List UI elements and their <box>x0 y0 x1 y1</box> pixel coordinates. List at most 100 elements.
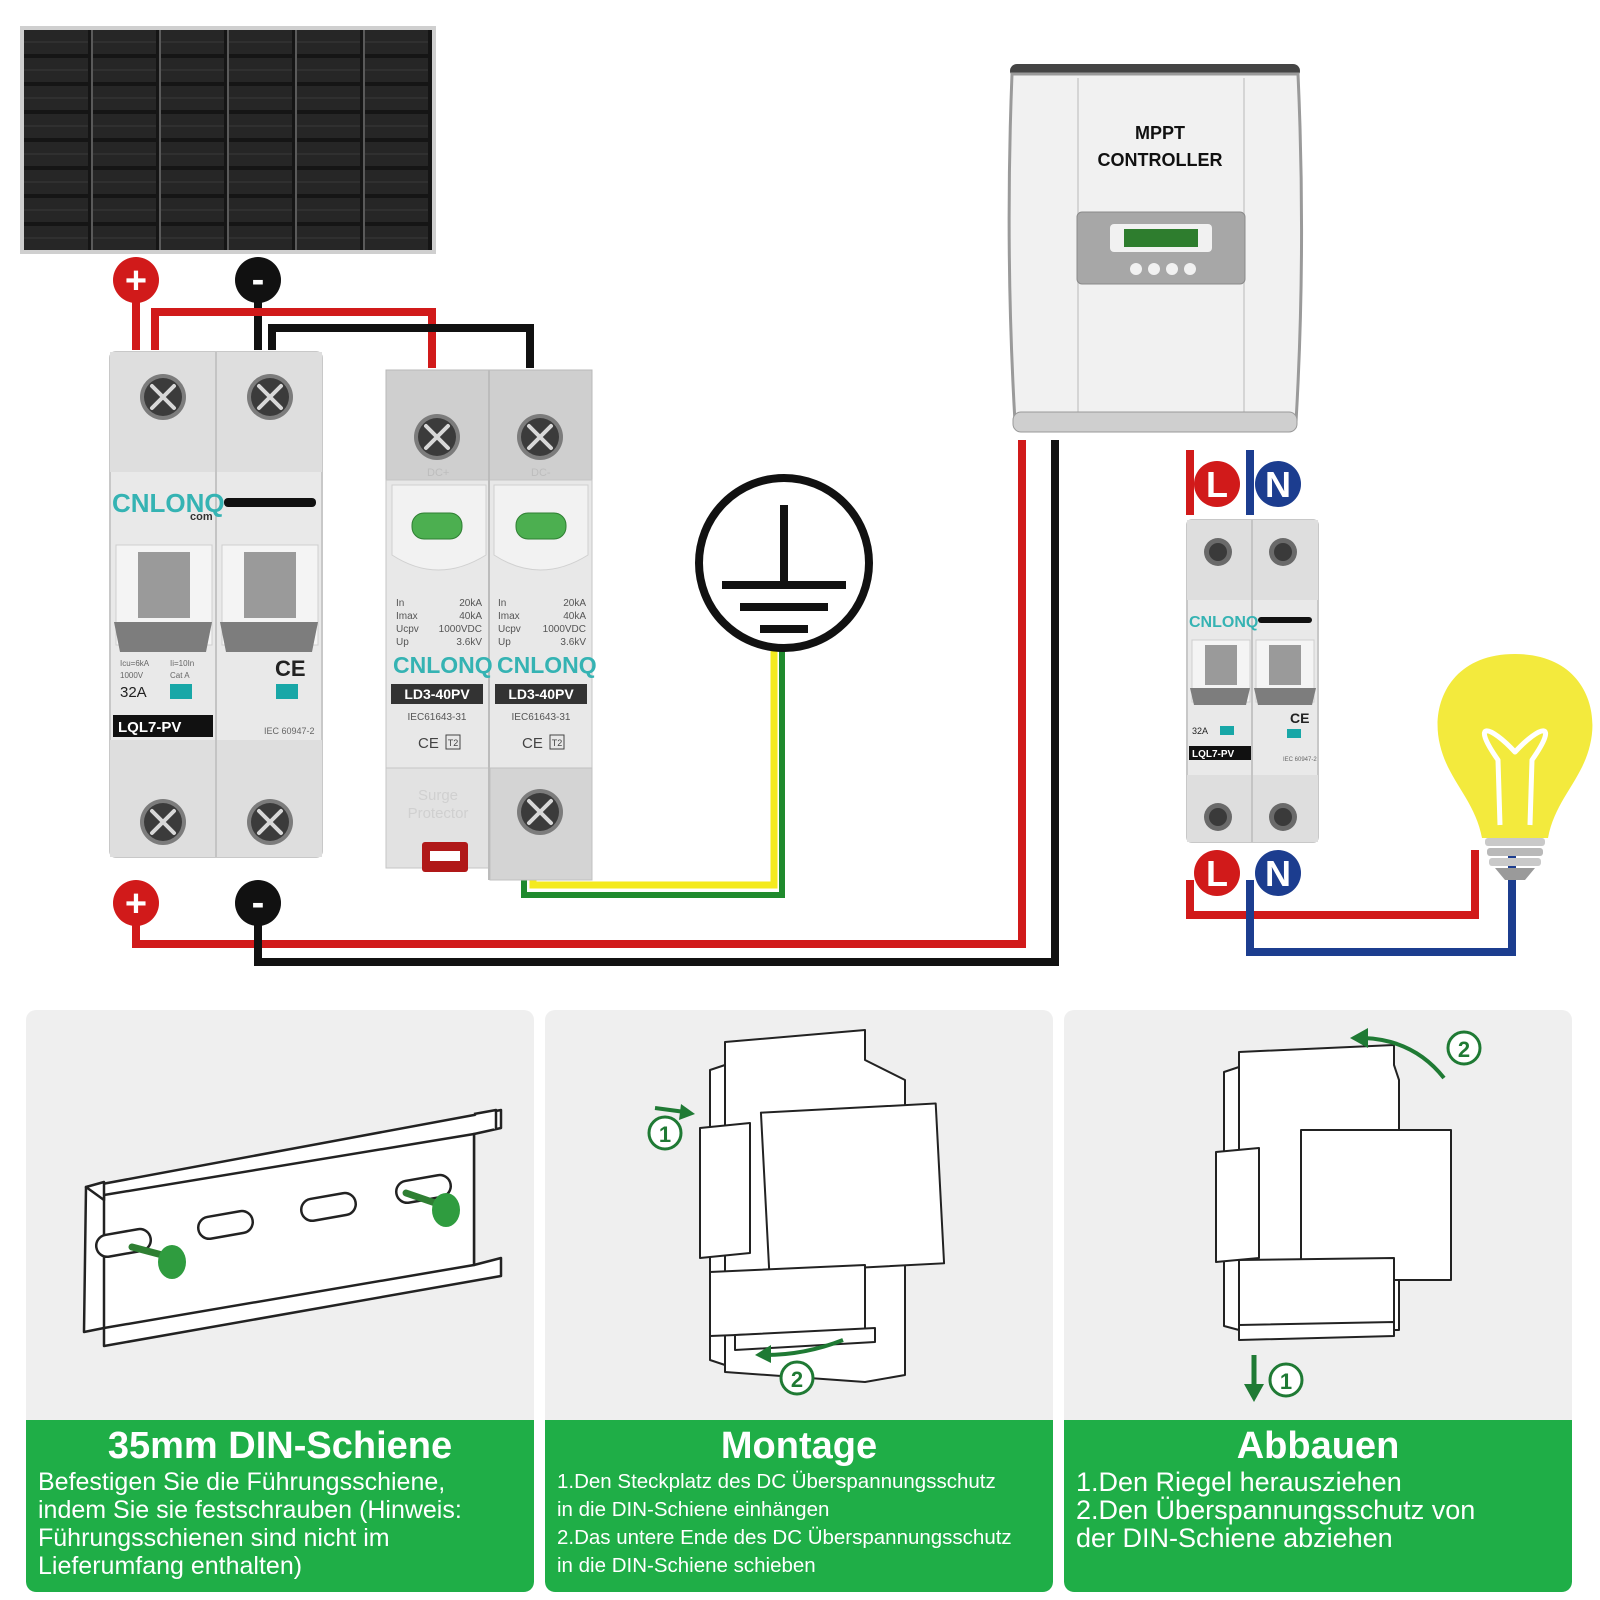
wiring-diagram: + - CNLONQ com Icu=6kA Ii=10In 1000V Cat… <box>20 26 1593 966</box>
spd-spec-right-name-4: Up <box>498 637 511 648</box>
spd-brand-right: CNLONQ <box>497 652 597 678</box>
step-two-label: 2 <box>791 1367 803 1392</box>
step-two-badge: 2 <box>779 1360 815 1396</box>
spd-spec-left-name-1: In <box>396 598 404 609</box>
spd-positive-wire <box>151 308 436 368</box>
screw-icon <box>128 1243 186 1279</box>
spd-spec-right-name-2: Imax <box>498 611 520 622</box>
caption-line: in die DIN-Schiene einhängen <box>557 1498 830 1521</box>
out-negative-terminal: - <box>235 880 281 926</box>
panel-din-rail: 35mm DIN-Schiene Befestigen Sie die Führ… <box>26 1010 534 1592</box>
caption-title: Abbauen <box>1236 1425 1400 1467</box>
spd-spec-left-value-1: 20kA <box>459 598 482 609</box>
breaker-spec1: Icu=6kA <box>120 659 150 668</box>
breaker-ce-mark: CE <box>275 656 306 681</box>
light-bulb-icon <box>1437 654 1593 880</box>
spd-spec-right-value-4: 3.6kV <box>560 637 586 648</box>
spd-spec-left-name-2: Imax <box>396 611 418 622</box>
spd-spec-left-name-3: Ucpv <box>396 624 419 635</box>
caption-line: 2.Den Überspannungsschutz von <box>1076 1495 1476 1525</box>
spd-spec-left-value-4: 3.6kV <box>456 637 482 648</box>
caption-line: 1.Den Riegel herausziehen <box>1076 1467 1402 1497</box>
ac-neutral-terminal-bottom: N <box>1255 850 1301 896</box>
spd-spec-left-name-4: Up <box>396 637 409 648</box>
spd-watermark-line1: Surge <box>418 787 458 804</box>
breaker-standard: IEC 60947-2 <box>264 726 315 736</box>
ac-neutral-wire-bottom <box>1246 850 1516 956</box>
curved-arrow-icon <box>1350 1028 1446 1080</box>
spd-ce-left: CE <box>418 735 439 752</box>
removal-illustration: 1 2 <box>1215 1028 1482 1402</box>
surge-protector: DC+ DC- In 20kA Imax 40kA Ucpv 1000VDC U… <box>385 369 597 881</box>
out-positive-terminal: + <box>113 880 159 926</box>
pv-negative-label: - <box>252 259 265 301</box>
earth-ground-icon <box>695 474 873 652</box>
ac-breaker-ce-mark: CE <box>1290 710 1309 726</box>
pv-negative-terminal: - <box>235 257 281 303</box>
curved-arrow-icon <box>755 1338 844 1363</box>
din-rail-illustration <box>82 1108 503 1348</box>
spd-pole-left: DC+ <box>427 467 449 479</box>
ac-neutral-label-bottom: N <box>1265 853 1291 894</box>
breaker-spec4: Cat A <box>170 671 190 680</box>
caption-line: 2.Das untere Ende des DC Überspannungssc… <box>557 1526 1012 1549</box>
spd-spec-right-value-2: 40kA <box>563 611 586 622</box>
caption-din-rail: 35mm DIN-Schiene Befestigen Sie die Führ… <box>26 1420 534 1592</box>
spd-class-right: T2 <box>552 738 563 748</box>
caption-line: Befestigen Sie die Führungsschiene, <box>38 1468 446 1496</box>
spd-model-left: LD3-40PV <box>404 686 470 702</box>
caption-line: in die DIN-Schiene schieben <box>557 1554 816 1577</box>
step-two-label: 2 <box>1458 1037 1470 1062</box>
breaker-spec3: 1000V <box>120 671 144 680</box>
step-one-label: 1 <box>1280 1369 1292 1394</box>
controller-title-line2: CONTROLLER <box>1098 150 1223 170</box>
spd-negative-wire <box>268 324 534 368</box>
step-two-badge: 2 <box>1446 1030 1482 1066</box>
arrow-icon <box>654 1104 695 1120</box>
caption-title: Montage <box>720 1425 878 1467</box>
ac-line-terminal-bottom: L <box>1194 850 1240 896</box>
ac-line-terminal-top: L <box>1194 461 1240 507</box>
ac-neutral-label-top: N <box>1265 464 1291 505</box>
caption-line: indem Sie sie festschrauben (Hinweis: <box>38 1496 462 1524</box>
pv-positive-label: + <box>125 260 147 302</box>
out-positive-wire <box>132 440 1026 948</box>
spd-class-left: T2 <box>448 738 459 748</box>
step-one-badge: 1 <box>647 1115 683 1151</box>
ac-line-wire-bottom <box>1186 850 1479 919</box>
solar-panel <box>20 26 436 254</box>
step-one-badge: 1 <box>1268 1362 1304 1398</box>
spd-spec-left-value-2: 40kA <box>459 611 482 622</box>
mppt-controller: MPPT CONTROLLER <box>1007 64 1304 433</box>
spd-model-right: LD3-40PV <box>508 686 574 702</box>
caption-mounting: Montage 1.Den Steckplatz des DC Überspan… <box>545 1420 1053 1592</box>
controller-title-line1: MPPT <box>1135 123 1185 143</box>
mounting-illustration: 1 2 <box>647 1029 946 1396</box>
panel-mounting: 1 2 Montage 1.Den Steckplatz des DC Über… <box>545 1010 1053 1592</box>
down-arrow-icon <box>1244 1355 1264 1402</box>
ac-breaker-rating: 32A <box>1192 726 1208 736</box>
spd-standard-right: IEC61643-31 <box>512 712 571 723</box>
breaker-brand-sub: com <box>190 511 213 523</box>
caption-line: Führungsschienen sind nicht im <box>38 1524 390 1552</box>
spd-brand-left: CNLONQ <box>393 652 493 678</box>
caption-line: 1.Den Steckplatz des DC Überspannungssch… <box>557 1470 996 1493</box>
spd-spec-right-value-3: 1000VDC <box>543 624 586 635</box>
ac-neutral-terminal-top: N <box>1255 461 1301 507</box>
ac-line-label-top: L <box>1206 464 1228 505</box>
caption-line: der DIN-Schiene abziehen <box>1076 1523 1393 1553</box>
breaker-model: LQL7-PV <box>118 719 181 736</box>
breaker-brand: CNLONQ <box>112 488 225 518</box>
ac-line-label-bottom: L <box>1206 853 1228 894</box>
ac-breaker-standard: IEC 60947-2 <box>1283 757 1317 763</box>
out-negative-label: - <box>252 882 265 924</box>
spd-pole-right: DC- <box>531 467 551 479</box>
spd-spec-right-name-3: Ucpv <box>498 624 521 635</box>
spd-watermark-line2: Protector <box>408 805 469 822</box>
pv-positive-terminal: + <box>113 257 159 303</box>
dc-circuit-breaker: CNLONQ com Icu=6kA Ii=10In 1000V Cat A 3… <box>109 351 323 858</box>
caption-title: 35mm DIN-Schiene <box>107 1425 453 1467</box>
out-positive-label: + <box>125 883 147 925</box>
spd-standard-left: IEC61643-31 <box>408 712 467 723</box>
breaker-rating: 32A <box>120 684 147 701</box>
